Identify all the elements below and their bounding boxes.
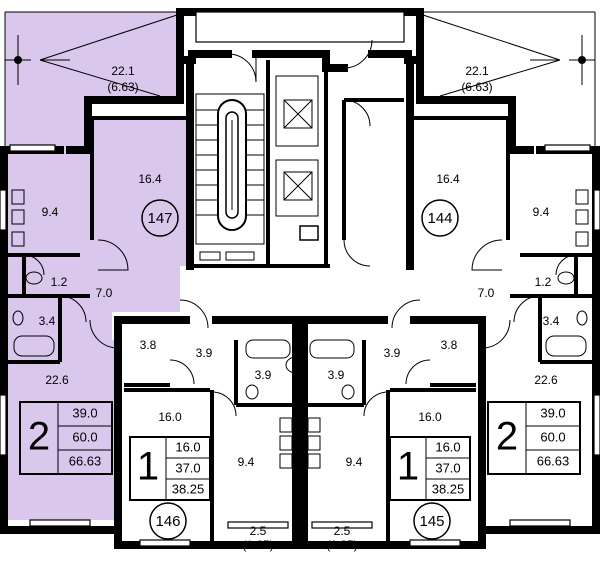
left-room-top-area: 16.4 (138, 172, 162, 186)
elevators (275, 75, 319, 241)
apartment-number-145: 145 (419, 513, 444, 530)
loggia-right-reduced: (6.63) (461, 80, 492, 94)
apt-145-rooms: 1 (397, 445, 419, 489)
apt-146-rooms: 1 (137, 445, 159, 489)
right-room-bottom-area: 22.6 (534, 373, 558, 387)
left-bathroom-area: 3.9 (255, 368, 272, 382)
left-corridor-area: 3.9 (196, 346, 213, 360)
apartment-number-146: 146 (155, 513, 180, 530)
left-hall-area: 7.0 (96, 286, 113, 300)
apt-145-total: 37.0 (435, 460, 460, 475)
right-wc-area: 1.2 (535, 275, 552, 289)
loggia-left-area: 22.1 (111, 64, 135, 78)
left-hall-small-area: 3.8 (140, 338, 157, 352)
apt-147-rooms: 2 (28, 415, 50, 459)
loggia-symbols (5, 13, 595, 97)
left-room-mid-area: 16.0 (158, 410, 182, 424)
left-room-bottom-area: 22.6 (45, 373, 69, 387)
apartment-info-tables (19, 401, 581, 501)
left-kitchen-mid-area: 9.4 (238, 455, 255, 469)
apartment-number-147: 147 (147, 210, 172, 227)
stairwell (195, 93, 265, 245)
apt-146-living: 16.0 (175, 439, 200, 454)
right-hall-small-area: 3.8 (441, 338, 458, 352)
windows (0, 11, 600, 547)
plumbing-fixtures (11, 189, 589, 469)
apt-144-total: 60.0 (540, 429, 565, 444)
loggia-left-reduced: (6.63) (107, 80, 138, 94)
apt-146-total-with-balcony: 38.25 (172, 481, 205, 496)
right-corridor-area: 3.9 (384, 346, 401, 360)
right-balcony-reduced: (1.25) (326, 538, 357, 552)
apt-144-total-with-balcony: 66.63 (537, 453, 570, 468)
apt-146-total: 37.0 (175, 460, 200, 475)
apt-147-living: 39.0 (72, 405, 97, 420)
left-wc-area: 1.2 (51, 275, 68, 289)
apt-147-total: 60.0 (72, 429, 97, 444)
right-kitchen-mid-area: 9.4 (346, 455, 363, 469)
left-balcony-reduced: (1.25) (242, 538, 273, 552)
right-balcony-area: 2.5 (334, 524, 351, 538)
loggia-right-area: 22.1 (465, 64, 489, 78)
right-kitchen-area: 9.4 (533, 205, 550, 219)
apartment-number-markers (141, 199, 459, 540)
left-bath-area: 3.4 (39, 314, 56, 328)
right-room-mid-area: 16.0 (418, 410, 442, 424)
apt-145-living: 16.0 (435, 439, 460, 454)
highlighted-apartment-147[interactable] (5, 12, 190, 520)
left-balcony-area: 2.5 (250, 524, 267, 538)
right-bath-area: 3.4 (543, 314, 560, 328)
doors (23, 39, 577, 417)
right-room-top-area: 16.4 (436, 172, 460, 186)
apt-144-rooms: 2 (496, 415, 518, 459)
apt-147-total-with-balcony: 66.63 (69, 453, 102, 468)
right-bathroom-area: 3.9 (328, 368, 345, 382)
left-kitchen-area: 9.4 (42, 205, 59, 219)
apartment-number-144: 144 (427, 210, 452, 227)
right-hall-area: 7.0 (478, 286, 495, 300)
loggia-outlines (4, 11, 596, 148)
apt-145-total-with-balcony: 38.25 (432, 481, 465, 496)
apt-144-living: 39.0 (540, 405, 565, 420)
